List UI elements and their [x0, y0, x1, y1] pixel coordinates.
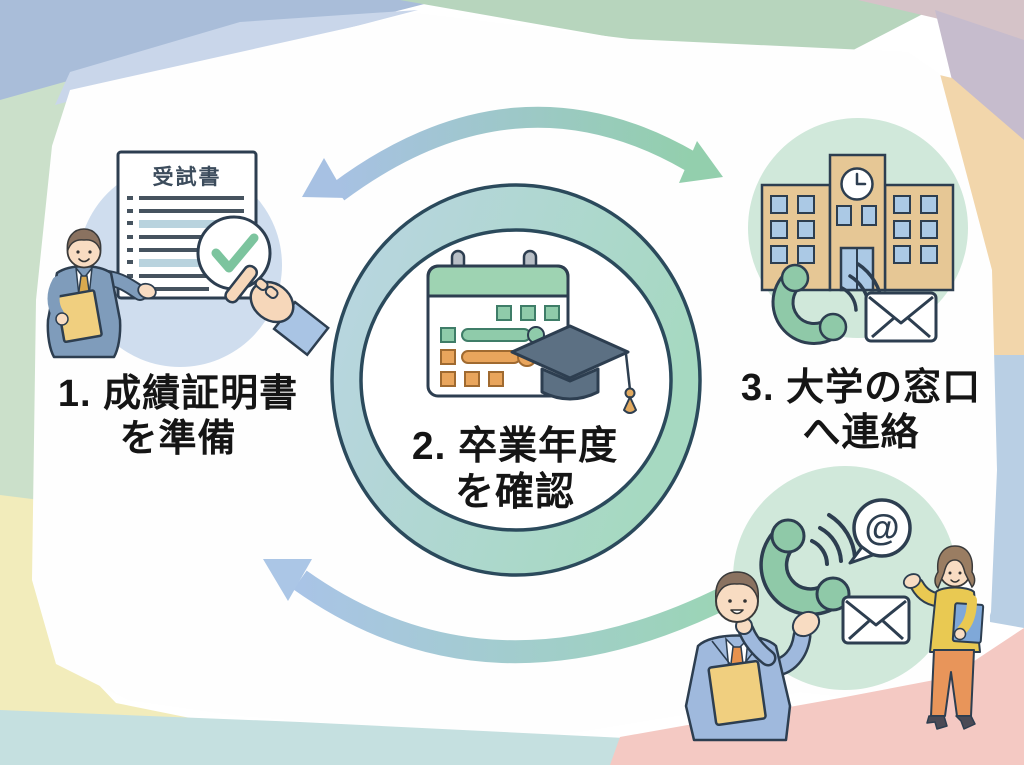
arrowhead-left-icon	[302, 158, 347, 198]
step-2-line2: を確認	[454, 471, 575, 515]
step-3-label: 3. 大学の窓口 へ連絡	[722, 366, 1000, 456]
envelope-icon	[864, 291, 938, 343]
transcript-illustration: 受試書	[46, 150, 330, 367]
bottom-arrow	[263, 559, 734, 664]
step-2-line1: 2. 卒業年度	[411, 425, 619, 468]
envelope-icon	[841, 595, 911, 645]
arrowhead-right-icon	[679, 141, 723, 183]
top-arrow	[302, 106, 723, 201]
person-guide	[902, 545, 985, 730]
graduation-cap-icon	[510, 324, 637, 414]
folder-icon	[707, 659, 767, 727]
at-speech-bubble-icon: @	[848, 498, 912, 565]
step-1-line1: 1. 成績証明書	[57, 373, 299, 415]
university-contact-illustration	[748, 118, 968, 345]
pointing-hand-icon	[224, 264, 330, 357]
school-building-icon	[760, 153, 955, 292]
step-3-line1: 3. 大学の窓口	[740, 367, 982, 409]
step-1-label: 1. 成績証明書 を準備	[42, 372, 314, 462]
phone-icon	[759, 518, 851, 617]
person-thinking	[684, 571, 821, 742]
contact-people-illustration: @	[684, 466, 985, 742]
document-title: 受試書	[153, 165, 222, 189]
signal-waves-icon	[810, 513, 857, 566]
phone-icon	[771, 263, 848, 345]
step-1-line2: を準備	[119, 417, 237, 460]
step-3-line2: へ連絡	[802, 411, 920, 454]
step-2-label: 2. 卒業年度 を確認	[375, 424, 655, 516]
at-symbol: @	[864, 507, 899, 548]
person-presenting	[46, 228, 157, 359]
arrowhead-upleft-icon	[263, 559, 312, 601]
